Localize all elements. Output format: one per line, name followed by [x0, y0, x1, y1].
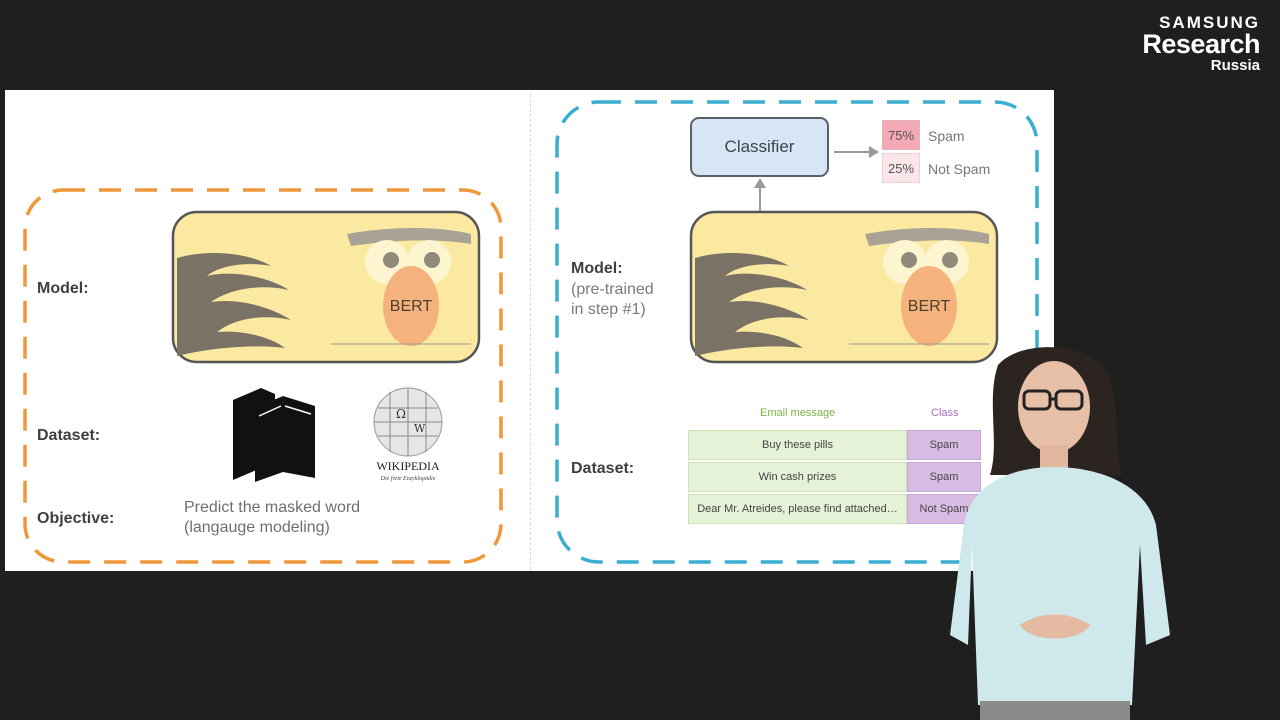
table-cell-email: Dear Mr. Atreides, please find attached… — [688, 494, 907, 524]
model-note-line-1: (pre-trained — [571, 281, 654, 298]
bert-illustration-left: BERT — [171, 210, 481, 364]
objective-line-1: Predict the masked word — [184, 499, 361, 516]
books-icon — [233, 388, 315, 482]
output-prob-spam: 75% — [882, 120, 920, 150]
table-header-class: Class — [931, 407, 959, 419]
slide: Model: Dataset: Objective: Predict the m… — [5, 90, 1054, 571]
logo-name: Research — [1142, 29, 1260, 59]
samsung-research-logo: SAMSUNG Research Russia — [1142, 14, 1260, 73]
left-dataset-label: Dataset: — [37, 427, 101, 444]
table-cell-email: Buy these pills — [688, 430, 907, 460]
classifier-box: Classifier — [690, 117, 829, 177]
bert-label-right: BERT — [908, 298, 951, 315]
table-cell-class: Spam — [907, 462, 981, 492]
right-model-note: (pre-trained in step #1) — [571, 280, 654, 320]
up-arrow-head — [754, 178, 766, 188]
right-panel-border — [555, 100, 1039, 564]
right-arrow-head — [869, 146, 879, 158]
wikipedia-tagline: Die freie Enzyklopädie — [380, 475, 436, 482]
panel-borders — [23, 100, 1039, 564]
objective-line-2: (langauge modeling) — [184, 519, 330, 536]
left-panel-border — [23, 188, 503, 564]
logo-brand: SAMSUNG — [1159, 13, 1260, 32]
panel-divider — [530, 94, 531, 570]
model-note-line-2: in step #1) — [571, 301, 646, 318]
output-label-not-spam: Not Spam — [928, 161, 991, 177]
wikipedia-icon: Ω W WIKIPEDIA Die freie Enzyklopädie — [373, 387, 443, 482]
svg-text:W: W — [414, 422, 426, 435]
bert-label-left: BERT — [390, 298, 433, 315]
table-cell-email: Win cash prizes — [688, 462, 907, 492]
objective-text: Predict the masked word (langauge modeli… — [184, 498, 360, 538]
output-prob-not-spam: 25% — [882, 153, 920, 183]
table-row: Dear Mr. Atreides, please find attached…… — [688, 494, 981, 524]
presenter-figure — [950, 347, 1170, 720]
logo-region: Russia — [1210, 57, 1260, 74]
right-dataset-label: Dataset: — [571, 460, 635, 477]
table-cell-class: Spam — [907, 430, 981, 460]
table-row: Win cash prizes Spam — [688, 462, 981, 492]
left-model-label: Model: — [37, 280, 89, 297]
left-objective-label: Objective: — [37, 510, 115, 527]
table-row: Buy these pills Spam — [688, 430, 981, 460]
bert-illustration-right: BERT — [689, 210, 999, 364]
wikipedia-label: WIKIPEDIA — [376, 459, 440, 473]
output-label-spam: Spam — [928, 128, 965, 144]
right-model-label: Model: — [571, 260, 623, 277]
table-header-email: Email message — [760, 407, 836, 419]
svg-text:Ω: Ω — [396, 407, 406, 421]
